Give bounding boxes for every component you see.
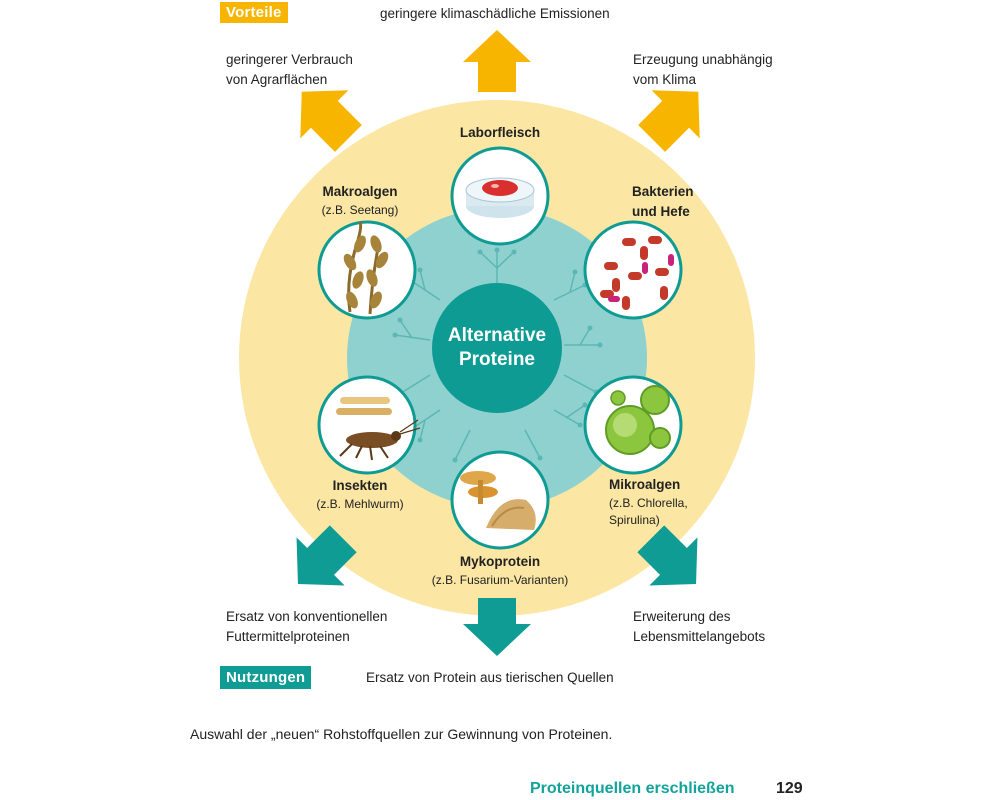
footer-section-title: Proteinquellen erschließen (530, 780, 735, 797)
use-left: Ersatz von konventionellen Futtermittelp… (226, 607, 387, 647)
page-number: 129 (776, 780, 803, 797)
advantage-left-line1: geringerer Verbrauch (226, 52, 353, 67)
label-mycoprotein: Mykoprotein (z.B. Fusarium-Varianten) (420, 552, 580, 589)
petri-dish-meat-icon (450, 146, 550, 246)
use-right-line2: Lebensmittelangebots (633, 629, 766, 644)
label-microalgae-ex2: Spirulina) (609, 513, 660, 527)
figure-caption: Auswahl der „neuen“ Rohstoffquellen zur … (190, 726, 613, 742)
label-macroalgae-ex: (z.B. Seetang) (321, 203, 399, 217)
seaweed-icon (317, 220, 417, 320)
label-mycoprotein-ex: (z.B. Fusarium-Varianten) (431, 573, 569, 587)
label-macroalgae-name: Makroalgen (322, 184, 398, 199)
network-lines (394, 250, 600, 461)
microalgae-cells-icon (583, 375, 683, 475)
label-mycoprotein-name: Mykoprotein (459, 554, 541, 569)
use-right: Erweiterung des Lebensmittelangebots (633, 607, 765, 647)
label-lab-meat: Laborfleisch (459, 125, 541, 140)
use-right-line1: Erweiterung des (633, 609, 731, 624)
advantage-left-line2: von Agrarflächen (226, 72, 328, 87)
center-label: Alternative Proteine (432, 324, 562, 372)
label-microalgae-name: Mikroalgen (609, 477, 681, 492)
advantage-arrow-right (638, 90, 700, 152)
label-bacteria-line1: Bakterien (632, 184, 694, 199)
center-label-line2: Proteine (458, 349, 536, 370)
use-bottom: Ersatz von Protein aus tierischen Quelle… (366, 670, 614, 685)
advantage-arrow-left (300, 90, 362, 152)
label-insects-ex: (z.B. Mehlwurm) (316, 497, 404, 511)
center-label-line1: Alternative (447, 325, 547, 346)
mycoprotein-fungus-icon (450, 450, 550, 550)
advantage-right-line1: Erzeugung unabhängig (633, 52, 773, 67)
label-insects: Insekten (z.B. Mehlwurm) (300, 476, 420, 513)
label-bacteria-line2: und Hefe (632, 204, 690, 219)
bacteria-yeast-icon (583, 220, 683, 320)
use-arrow-bottom (463, 598, 531, 656)
use-arrow-left (296, 525, 357, 586)
center-circle (432, 283, 562, 413)
advantages-tag: Vorteile (220, 2, 288, 23)
advantage-top: geringere klimaschädliche Emissionen (380, 6, 610, 21)
label-microalgae: Mikroalgen (z.B. Chlorella, Spirulina) (609, 475, 688, 529)
use-left-line2: Futtermittelproteinen (226, 629, 350, 644)
use-left-line1: Ersatz von konventionellen (226, 609, 388, 624)
label-microalgae-ex1: (z.B. Chlorella, (609, 496, 688, 510)
advantage-arrow-top (463, 30, 531, 92)
advantage-right-line2: vom Klima (633, 72, 697, 87)
label-insects-name: Insekten (332, 478, 388, 493)
uses-tag: Nutzungen (220, 666, 312, 689)
use-arrow-right (637, 525, 698, 586)
advantage-left: geringerer Verbrauch von Agrarflächen (226, 50, 353, 90)
label-bacteria: Bakterien und Hefe (632, 182, 694, 222)
label-macroalgae: Makroalgen (z.B. Seetang) (300, 182, 420, 219)
advantage-right: Erzeugung unabhängig vom Klima (633, 50, 773, 90)
mealworm-cricket-icon (317, 375, 421, 475)
